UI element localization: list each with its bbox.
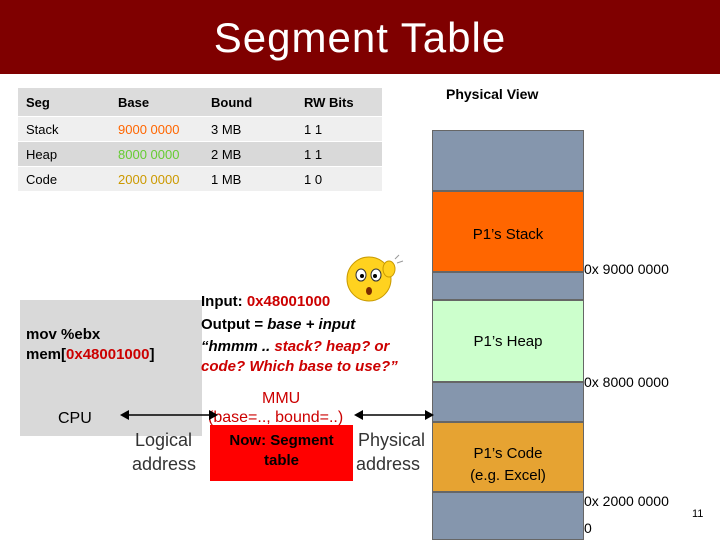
physical-arrow-right-head [425, 410, 434, 420]
table-row: Code 2000 0000 1 MB 1 0 [18, 166, 382, 192]
header-bound: Bound [203, 88, 296, 117]
cell-seg: Code [18, 166, 110, 192]
mmu-title: MMU [262, 390, 301, 407]
address-zero: 0 [584, 520, 592, 536]
physical-label-1: Physical [358, 430, 426, 450]
address-code-base: 0x 2000 0000 [584, 493, 669, 509]
output-line: Output = base + input [201, 316, 355, 333]
question-start: “hmmm .. [201, 338, 275, 355]
memory-free-low [432, 382, 584, 422]
table-row: Heap 8000 0000 2 MB 1 1 [18, 141, 382, 167]
cell-seg: Heap [18, 141, 110, 167]
mmu-box [210, 425, 353, 481]
question-line-2: code? Which base to use?” [201, 358, 398, 375]
mmu-now-line-1: Now: Segment [229, 432, 334, 449]
memory-free-mid [432, 272, 584, 300]
confused-face-icon [346, 254, 404, 302]
instruction-line-2: mem[0x48001000] [26, 346, 154, 363]
mmu-now-line-2: table [263, 452, 299, 469]
slide-title: Segment Table [213, 14, 507, 61]
physical-label-2: address [356, 454, 421, 474]
instruction-suffix: ] [149, 346, 155, 363]
table-row: Stack 9000 0000 3 MB 1 1 [18, 116, 382, 142]
output-formula: base + input [267, 316, 356, 333]
memory-heap-segment: P1’s Heap [432, 300, 584, 382]
memory-stack-segment: P1’s Stack [432, 191, 584, 272]
mmu-registers: (base=.., bound=..) [208, 409, 344, 426]
memory-code-segment: P1’s Code (e.g. Excel) [432, 422, 584, 492]
code-label-1: P1’s Code [473, 445, 543, 462]
cell-rw: 1 0 [296, 166, 382, 192]
instruction-prefix: mem[ [26, 346, 67, 363]
input-label: Input: [201, 293, 247, 310]
address-stack-base: 0x 9000 0000 [584, 261, 669, 277]
title-bar: Segment Table [0, 0, 720, 74]
code-label-2: (e.g. Excel) [470, 467, 546, 484]
cpu-label: CPU [58, 410, 92, 427]
input-value: 0x48001000 [246, 293, 331, 310]
page-number: 11 [692, 508, 704, 520]
logical-label-2: address [132, 454, 197, 474]
physical-arrow-left-head [354, 410, 363, 420]
output-label: Output = [201, 316, 268, 333]
memory-free-bottom [432, 492, 584, 540]
mmu-now-label: Now: Segment table [210, 431, 353, 471]
header-base: Base [110, 88, 203, 117]
stack-label: P1’s Stack [472, 226, 544, 243]
cell-rw: 1 1 [296, 116, 382, 142]
instruction-address: 0x48001000 [66, 346, 150, 363]
cell-bound: 1 MB [203, 166, 296, 192]
cell-base: 2000 0000 [110, 166, 203, 192]
cell-bound: 2 MB [203, 141, 296, 167]
address-arrows [120, 410, 434, 420]
instruction-line-1: mov %ebx [26, 326, 101, 343]
cell-seg: Stack [18, 116, 110, 142]
logical-arrow-right-head [209, 410, 218, 420]
cell-bound: 3 MB [203, 116, 296, 142]
table-header-row: Seg Base Bound RW Bits [18, 88, 382, 117]
logical-arrow-left-head [120, 410, 129, 420]
header-rw: RW Bits [296, 88, 382, 117]
cell-rw: 1 1 [296, 141, 382, 167]
header-seg: Seg [18, 88, 110, 117]
heap-label: P1’s Heap [473, 333, 543, 350]
memory-free-top [432, 130, 584, 191]
logical-label-1: Logical [135, 430, 193, 450]
input-line: Input: 0x48001000 [201, 293, 330, 310]
cpu-box [20, 300, 202, 436]
question-line-1: “hmmm .. stack? heap? or [201, 338, 389, 355]
physical-view-title: Physical View [446, 86, 539, 102]
cell-base: 8000 0000 [110, 141, 203, 167]
segment-table: Seg Base Bound RW Bits Stack 9000 0000 3… [18, 88, 382, 192]
cell-base: 9000 0000 [110, 116, 203, 142]
question-options: stack? heap? or [274, 338, 390, 355]
address-heap-base: 0x 8000 0000 [584, 374, 669, 390]
